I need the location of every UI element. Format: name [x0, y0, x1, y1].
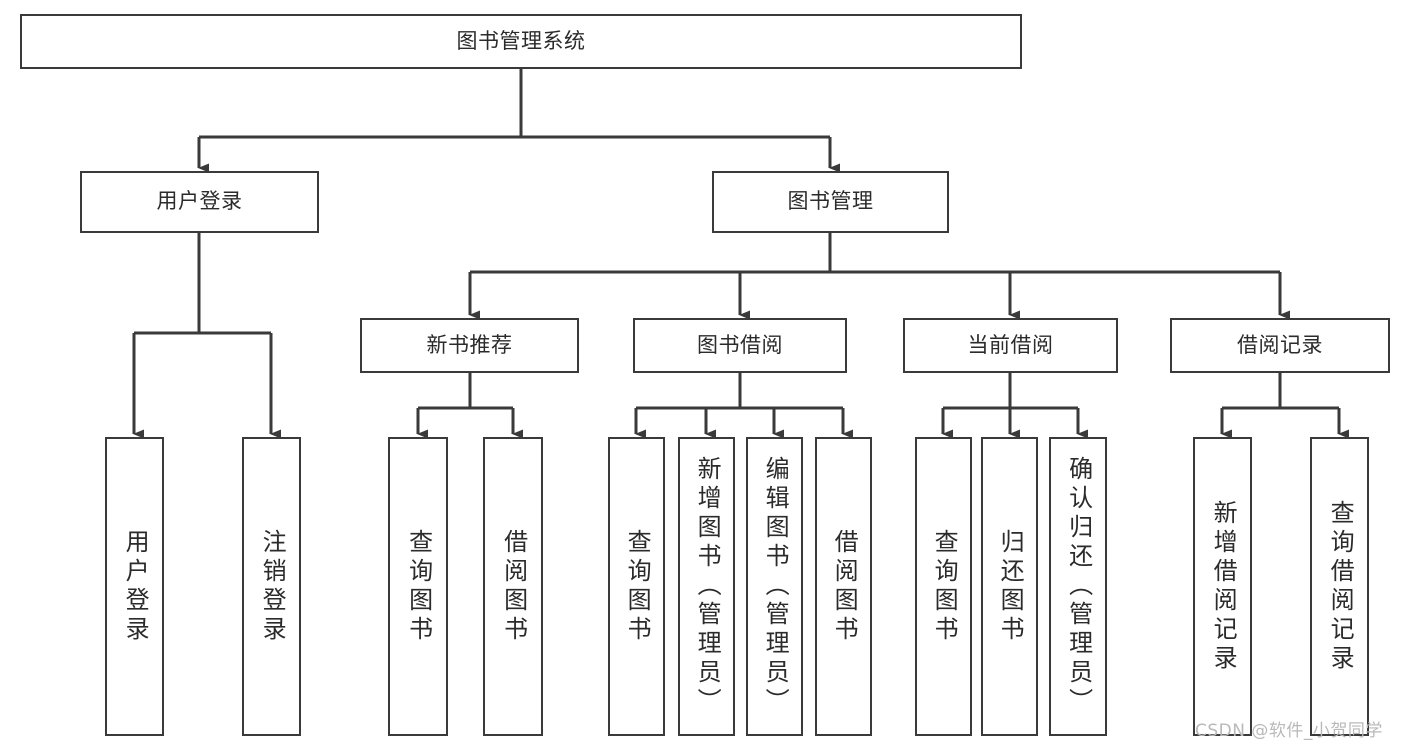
node-leaf-user-login-label: 用户登录 [121, 528, 150, 645]
node-book-manage-label: 图书管理 [787, 189, 874, 214]
node-user-login-label: 用户登录 [156, 189, 243, 214]
node-root[interactable]: 图书管理系统 [20, 14, 1022, 69]
node-leaf-borrow-book-1[interactable]: 借阅图书 [483, 437, 543, 736]
node-leaf-confirm-return[interactable]: 确认归还（管理员） [1049, 437, 1107, 736]
node-leaf-query-book-3-label: 查询图书 [930, 528, 959, 645]
node-leaf-edit-book-label: 编辑图书（管理员） [761, 456, 790, 717]
node-leaf-borrow-book-2[interactable]: 借阅图书 [815, 437, 872, 736]
node-new-book-recommend[interactable]: 新书推荐 [360, 318, 579, 373]
node-book-borrow-label: 图书借阅 [697, 332, 783, 357]
node-leaf-query-record[interactable]: 查询借阅记录 [1310, 437, 1369, 736]
node-leaf-confirm-return-label: 确认归还（管理员） [1064, 456, 1093, 717]
node-current-borrow[interactable]: 当前借阅 [903, 318, 1118, 373]
node-leaf-return-book-label: 归还图书 [996, 528, 1025, 645]
node-current-borrow-label: 当前借阅 [967, 332, 1054, 357]
node-user-login[interactable]: 用户登录 [80, 171, 319, 233]
node-borrow-record-label: 借阅记录 [1237, 332, 1323, 357]
node-book-borrow[interactable]: 图书借阅 [633, 318, 847, 373]
node-leaf-add-record[interactable]: 新增借阅记录 [1193, 437, 1252, 736]
node-book-manage[interactable]: 图书管理 [712, 171, 949, 233]
node-leaf-edit-book[interactable]: 编辑图书（管理员） [746, 437, 803, 736]
node-leaf-query-book-2[interactable]: 查询图书 [608, 437, 665, 736]
node-leaf-add-record-label: 新增借阅记录 [1209, 499, 1238, 674]
node-leaf-return-book[interactable]: 归还图书 [981, 437, 1038, 736]
node-leaf-borrow-book-1-label: 借阅图书 [499, 528, 528, 645]
node-leaf-add-book-label: 新增图书（管理员） [693, 456, 722, 717]
node-leaf-query-book-1-label: 查询图书 [404, 528, 433, 645]
node-leaf-query-book-2-label: 查询图书 [623, 528, 652, 645]
node-leaf-borrow-book-2-label: 借阅图书 [830, 528, 859, 645]
node-borrow-record[interactable]: 借阅记录 [1170, 318, 1390, 373]
node-leaf-add-book[interactable]: 新增图书（管理员） [678, 437, 735, 736]
node-leaf-query-book-3[interactable]: 查询图书 [915, 437, 972, 736]
node-new-book-recommend-label: 新书推荐 [426, 332, 513, 357]
node-leaf-user-logout[interactable]: 注销登录 [242, 437, 301, 736]
node-root-label: 图书管理系统 [456, 28, 586, 53]
watermark-text: CSDN @软件_小贺同学 [1195, 721, 1383, 741]
node-leaf-user-login[interactable]: 用户登录 [105, 437, 164, 736]
node-leaf-query-record-label: 查询借阅记录 [1326, 499, 1355, 674]
node-leaf-user-logout-label: 注销登录 [258, 528, 287, 645]
node-leaf-query-book-1[interactable]: 查询图书 [388, 437, 448, 736]
